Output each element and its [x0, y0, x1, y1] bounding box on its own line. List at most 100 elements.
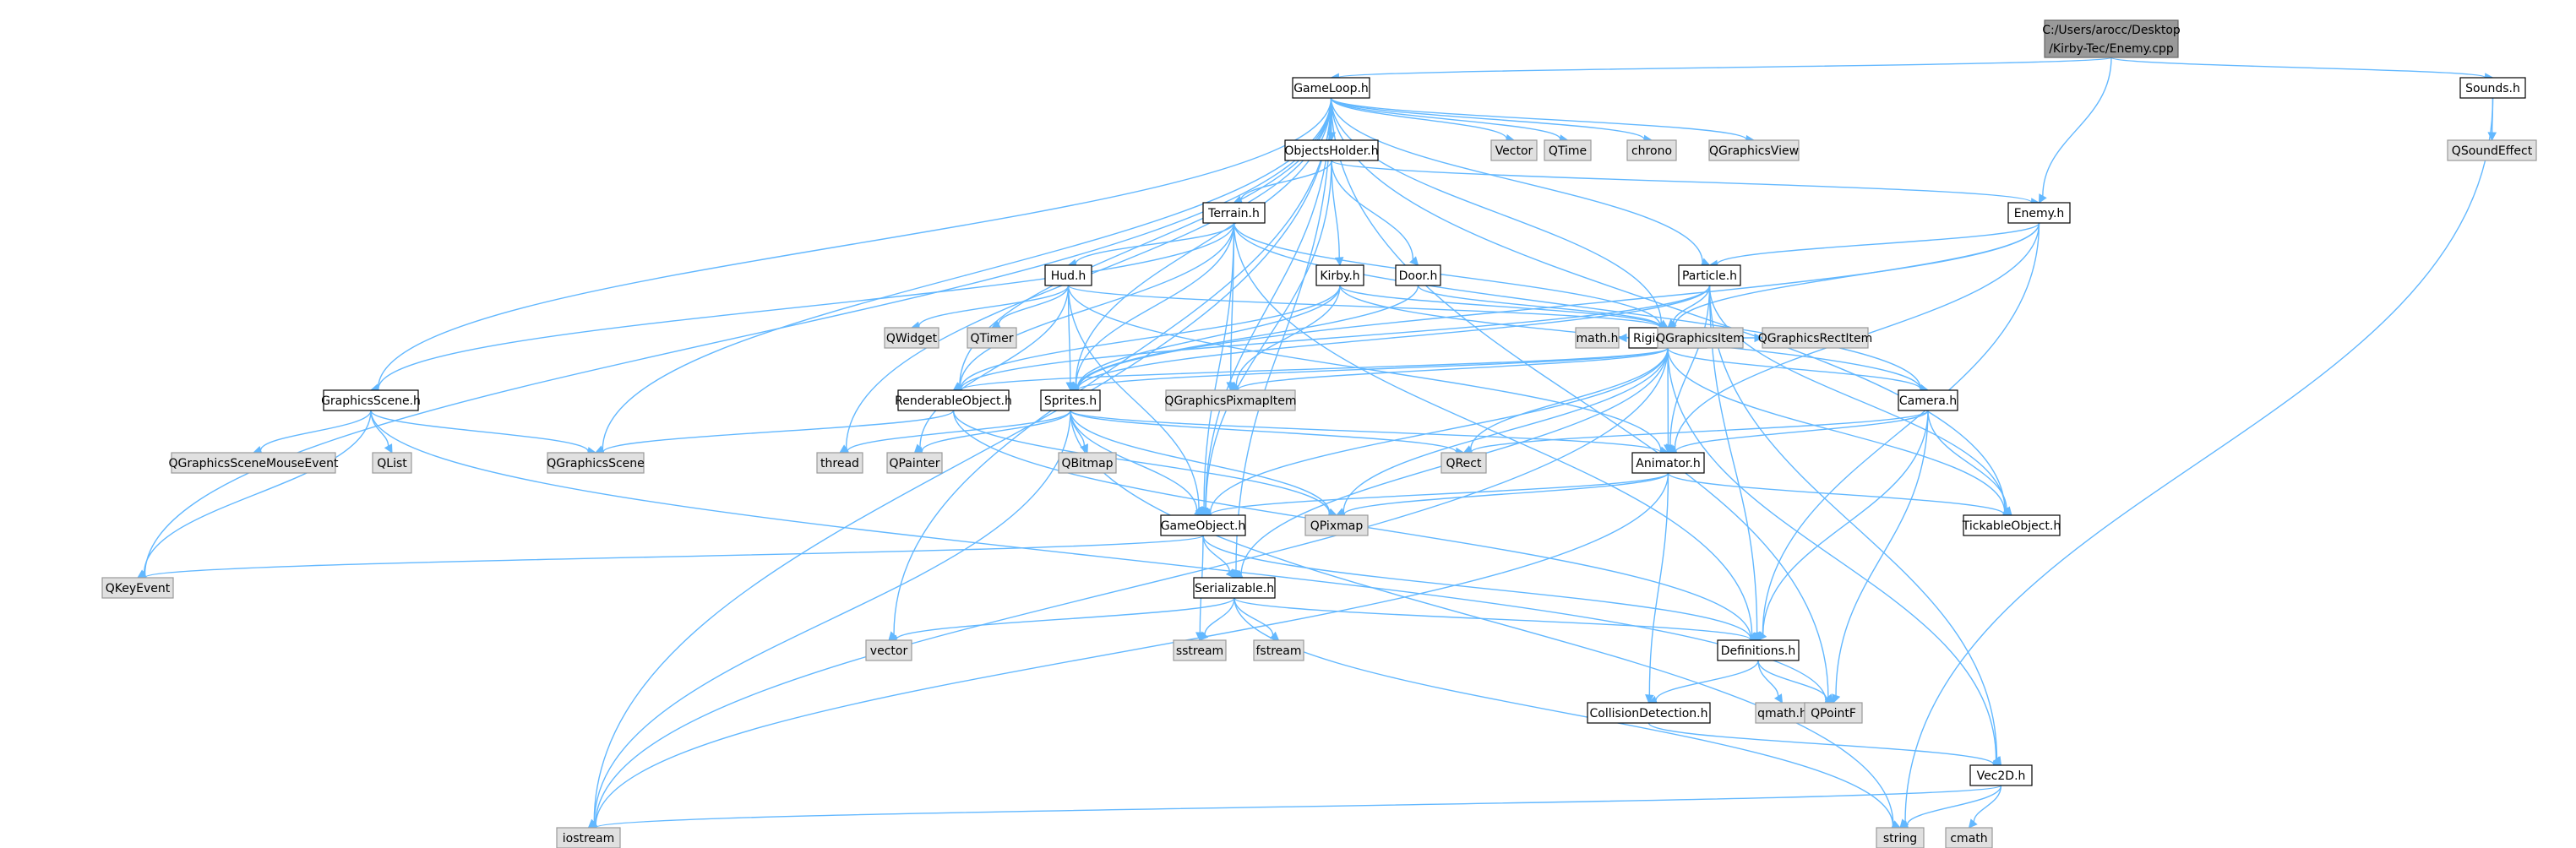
- edge-rigidbody-to-qgraphicspixmapitem: [1229, 347, 1669, 394]
- edge-line: [1202, 535, 1751, 639]
- arrowhead: [384, 443, 393, 454]
- node-label: QSoundEffect: [2452, 144, 2533, 158]
- node-qgraphicsrectitem[interactable]: QGraphicsRectItem: [1758, 327, 1873, 349]
- node-qtimer[interactable]: QTimer: [967, 327, 1017, 349]
- node-qpointf[interactable]: QPointF: [1804, 702, 1863, 724]
- node-hud[interactable]: Hud.h: [1044, 264, 1092, 286]
- edge-main-to-enemy: [2038, 57, 2112, 204]
- edge-line: [1235, 97, 1332, 571]
- node-box: [1395, 264, 1441, 286]
- node-objectsholder[interactable]: ObjectsHolder.h: [1284, 139, 1379, 161]
- node-box: [1657, 327, 1744, 349]
- node-chrono[interactable]: chrono: [1626, 139, 1677, 161]
- edge-line: [1904, 97, 2494, 823]
- node-fstream[interactable]: fstream: [1253, 639, 1304, 661]
- node-box: [1969, 764, 2033, 786]
- node-label: Particle.h: [1682, 269, 1737, 283]
- node-renderableobject[interactable]: RenderableObject.h: [895, 389, 1012, 411]
- node-graphicsscene[interactable]: GraphicsScene.h: [321, 389, 421, 411]
- node-sounds[interactable]: Sounds.h: [2459, 77, 2526, 99]
- edge-line: [1757, 660, 1827, 700]
- node-box: [1165, 389, 1296, 411]
- node-terrain[interactable]: Terrain.h: [1202, 202, 1266, 224]
- node-enemy[interactable]: Enemy.h: [2007, 202, 2071, 224]
- node-sstream[interactable]: sstream: [1173, 639, 1227, 661]
- node-qkeyevent[interactable]: QKeyEvent: [101, 577, 174, 599]
- node-thread[interactable]: thread: [816, 452, 863, 474]
- edge-line: [1906, 785, 2002, 826]
- node-box: [1708, 139, 1800, 161]
- node-tickableobject[interactable]: TickableObject.h: [1962, 514, 2061, 536]
- node-label: Door.h: [1399, 269, 1438, 283]
- node-kirby[interactable]: Kirby.h: [1315, 264, 1364, 286]
- edge-line: [1075, 222, 1235, 264]
- node-math[interactable]: math.h: [1575, 327, 1620, 349]
- edge-line: [1077, 347, 1669, 391]
- node-animator[interactable]: Animator.h: [1631, 452, 1705, 474]
- node-qpainter[interactable]: QPainter: [886, 452, 943, 474]
- node-qwidget[interactable]: QWidget: [884, 327, 939, 349]
- node-qsoundeffect[interactable]: QSoundEffect: [2447, 139, 2537, 161]
- node-box: [1304, 514, 1369, 536]
- edge-camera-to-tickableobject: [1927, 410, 2012, 516]
- edge-line: [1343, 472, 1669, 515]
- edge-line: [1076, 285, 1341, 389]
- node-qgraphicsscene[interactable]: QGraphicsScene: [547, 452, 645, 474]
- node-serializable[interactable]: Serializable.h: [1193, 577, 1276, 599]
- edge-serializable-to-sstream: [1199, 597, 1235, 641]
- node-vector_h[interactable]: Vector: [1490, 139, 1538, 161]
- edge-sprites-to-qpixmap: [1070, 410, 1338, 517]
- edge-line: [1233, 222, 1921, 389]
- node-qgraphicsview[interactable]: QGraphicsView: [1708, 139, 1800, 161]
- node-label: thread: [820, 457, 859, 470]
- edge-line: [1672, 285, 1711, 323]
- arrowhead: [1225, 568, 1235, 579]
- node-qmath[interactable]: qmath.h: [1755, 702, 1810, 724]
- node-definitions[interactable]: Definitions.h: [1717, 639, 1800, 661]
- node-collisiondetection[interactable]: CollisionDetection.h: [1587, 702, 1711, 724]
- edge-line: [1204, 597, 1235, 635]
- node-layer: C:/Users/arocc/Desktop/Kirby-Tec/Enemy.c…: [101, 19, 2537, 848]
- node-qpixmap[interactable]: QPixmap: [1304, 514, 1369, 536]
- node-label: QPainter: [889, 457, 939, 470]
- edge-line: [896, 597, 1235, 640]
- node-qlist[interactable]: QList: [372, 452, 412, 474]
- node-main[interactable]: C:/Users/arocc/Desktop/Kirby-Tec/Enemy.c…: [2042, 19, 2181, 58]
- node-vec2d[interactable]: Vec2D.h: [1969, 764, 2033, 786]
- node-box: [101, 577, 174, 599]
- node-qgraphicsitem[interactable]: QGraphicsItem: [1656, 327, 1745, 349]
- node-qrect[interactable]: QRect: [1440, 452, 1487, 474]
- node-gameobject[interactable]: GameObject.h: [1160, 514, 1246, 536]
- node-sprites[interactable]: Sprites.h: [1040, 389, 1101, 411]
- node-qgraphicspixmapitem[interactable]: QGraphicsPixmapItem: [1164, 389, 1297, 411]
- edge-line: [1330, 97, 1663, 324]
- node-label: Vec2D.h: [1977, 769, 2026, 783]
- node-particle[interactable]: Particle.h: [1678, 264, 1741, 286]
- node-gameloop[interactable]: GameLoop.h: [1292, 77, 1370, 99]
- node-box: [1963, 514, 2061, 536]
- edge-line: [1667, 472, 2005, 515]
- node-string[interactable]: string: [1876, 827, 1925, 848]
- node-qtime[interactable]: QTime: [1544, 139, 1592, 161]
- edge-line: [595, 472, 1669, 826]
- edge-line: [1076, 285, 1419, 389]
- node-label: qmath.h: [1757, 707, 1807, 720]
- edge-line: [1339, 285, 1661, 328]
- edge-gameloop-to-vector_h: [1330, 97, 1516, 144]
- node-vector[interactable]: vector: [865, 639, 912, 661]
- node-camera[interactable]: Camera.h: [1898, 389, 1958, 411]
- node-qbitmap[interactable]: QBitmap: [1058, 452, 1117, 474]
- node-iostream[interactable]: iostream: [556, 827, 621, 848]
- edge-line: [1202, 535, 1230, 573]
- edge-line: [370, 410, 589, 452]
- arrowhead: [1409, 256, 1419, 266]
- arrowhead: [1617, 333, 1627, 343]
- edge-line: [1210, 472, 1669, 515]
- node-cmath[interactable]: cmath: [1945, 827, 1993, 848]
- node-box: [2459, 77, 2526, 99]
- node-label: fstream: [1256, 644, 1302, 658]
- node-door[interactable]: Door.h: [1395, 264, 1441, 286]
- edge-definitions-to-qmath: [1757, 660, 1784, 704]
- node-qgraphicsscenemouseevent[interactable]: QGraphicsSceneMouseEvent: [168, 452, 339, 474]
- edge-line: [1675, 410, 1929, 453]
